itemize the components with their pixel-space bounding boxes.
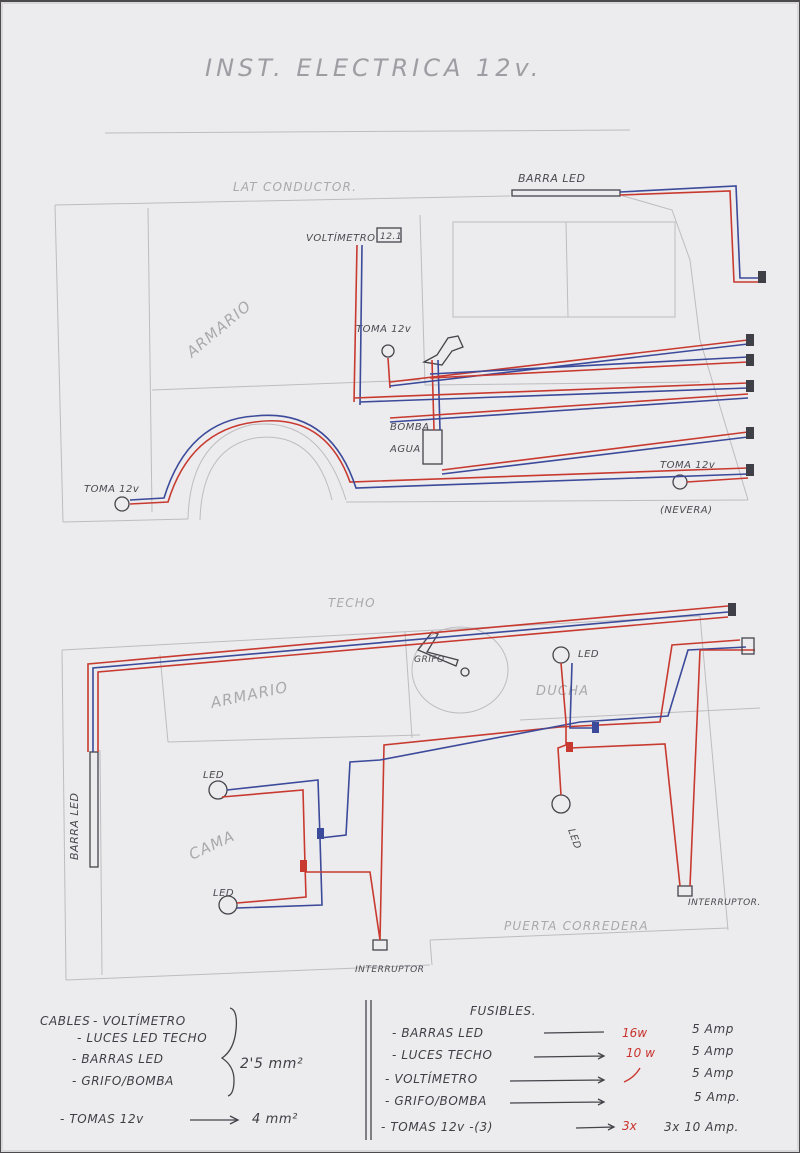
interruptor-right: [677, 885, 693, 897]
toma-upper-socket: [381, 344, 395, 358]
voltimetro-label: VOLTÍMETRO: [306, 231, 376, 244]
fusibles-heading: FUSIBLES.: [470, 1004, 536, 1018]
connector-blocks-top: [746, 271, 766, 476]
puerta-label: PUERTA CORREDERA: [504, 919, 649, 933]
cables-section: CABLES - VOLTÍMETRO - LUCES LED TECHO - …: [40, 1007, 303, 1127]
fusibles-section: FUSIBLES. - BARRAS LED 16w 5 Amp - LUCES…: [381, 1004, 740, 1134]
fusible-amp-1: 5 Amp: [692, 1044, 734, 1058]
voltimetro-box: [376, 227, 402, 243]
paper-sheet: [2, 3, 798, 1151]
ducha-plate: [411, 626, 509, 714]
led-left-top-label: LED: [203, 770, 224, 781]
fusible-note-0: 16w: [622, 1026, 647, 1040]
cables-item-1: - LUCES LED TECHO: [77, 1031, 207, 1045]
grifo-tap-bottom: [416, 631, 459, 667]
techo-label: TECHO: [328, 596, 376, 610]
toma-upper-label: TOMA 12v: [356, 324, 412, 335]
fusible-note-4: 3x: [622, 1119, 638, 1133]
toma-right-label: TOMA 12v: [660, 460, 716, 471]
fusibles-row: - VOLTÍMETRO 5 Amp: [385, 1066, 734, 1086]
cables-item-3: - GRIFO/BOMBA: [72, 1074, 174, 1088]
led-top-right-label: LED: [578, 649, 599, 660]
fusible-amp-2: 5 Amp: [692, 1066, 734, 1080]
toma-left-socket: [114, 496, 130, 512]
fusibles-row: - TOMAS 12v -(3) 3x 3x 10 Amp.: [381, 1119, 739, 1134]
bomba-label-1: BOMBA: [390, 422, 430, 433]
barra-led-label-top: BARRA LED: [518, 172, 585, 185]
fusibles-row: - LUCES TECHO 10 w 5 Amp: [392, 1044, 734, 1062]
fusible-amp-0: 5 Amp: [692, 1022, 734, 1036]
cables-item-2: - BARRAS LED: [72, 1052, 164, 1066]
barra-led-bottom: [89, 751, 99, 868]
bottom-view: TECHO ARMARIO DUCHA CAMA PUERTA CORREDER…: [61, 596, 761, 981]
fusible-amp-4: 3x 10 Amp.: [664, 1120, 739, 1134]
ducha-label: DUCHA: [536, 684, 589, 699]
fusible-label-4: - TOMAS 12v -(3): [381, 1120, 493, 1134]
fusibles-row: - GRIFO/BOMBA 5 Amp.: [385, 1090, 740, 1108]
cables-gauge: 2'5 mm²: [240, 1056, 303, 1072]
fusible-label-0: - BARRAS LED: [392, 1026, 484, 1040]
cables-heading: CABLES: [40, 1014, 90, 1028]
fusible-label-2: - VOLTÍMETRO: [385, 1071, 478, 1086]
voltimetro-reading: 12.1: [380, 232, 402, 242]
fusible-amp-3: 5 Amp.: [694, 1090, 740, 1104]
grifo-label: GRIFO: [414, 655, 445, 665]
fusible-note-1: 10 w: [626, 1046, 655, 1060]
nevera-label: (NEVERA): [660, 505, 713, 516]
bomba-label-2: AGUA: [389, 444, 421, 455]
interruptor-bottom-label: INTERRUPTOR: [355, 965, 424, 975]
barra-led-label-bottom: BARRA LED: [68, 793, 81, 860]
barra-led-top: [511, 189, 621, 197]
cables-item-0: - VOLTÍMETRO: [93, 1013, 186, 1028]
interruptor-right-label: INTERRUPTOR.: [688, 898, 761, 908]
led-left-bottom-label: LED: [213, 888, 234, 899]
tomas-gauge: 4 mm²: [252, 1112, 298, 1127]
grifo-tap-top: [422, 335, 464, 366]
tomas-label: - TOMAS 12v: [60, 1112, 144, 1126]
page-title: INST. ELECTRICA 12v.: [205, 54, 542, 82]
led-left-bottom: [218, 895, 238, 915]
toma-left-label: TOMA 12v: [84, 484, 140, 495]
fusible-label-1: - LUCES TECHO: [392, 1048, 493, 1062]
bomba-pump: [422, 429, 443, 465]
fusibles-row: - BARRAS LED 16w 5 Amp: [392, 1022, 734, 1040]
cables-brace: [220, 1007, 238, 1097]
fusible-label-3: - GRIFO/BOMBA: [385, 1094, 487, 1108]
side-label: LAT CONDUCTOR.: [233, 180, 357, 194]
